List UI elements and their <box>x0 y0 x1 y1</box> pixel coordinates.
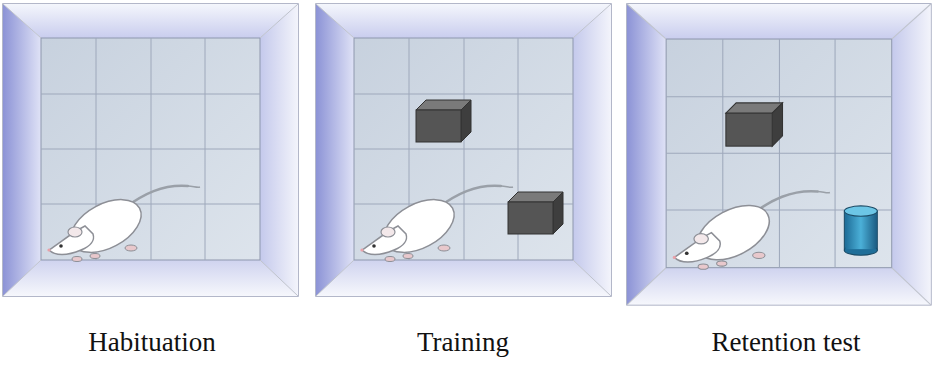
panel-label: Retention test <box>711 326 860 358</box>
panel-label: Habituation <box>88 326 215 358</box>
arena-habituation <box>3 4 298 296</box>
panel-label: Training <box>417 326 509 358</box>
arena-retention <box>627 4 931 305</box>
arena-training <box>316 4 611 296</box>
cylinder-object <box>844 206 877 255</box>
